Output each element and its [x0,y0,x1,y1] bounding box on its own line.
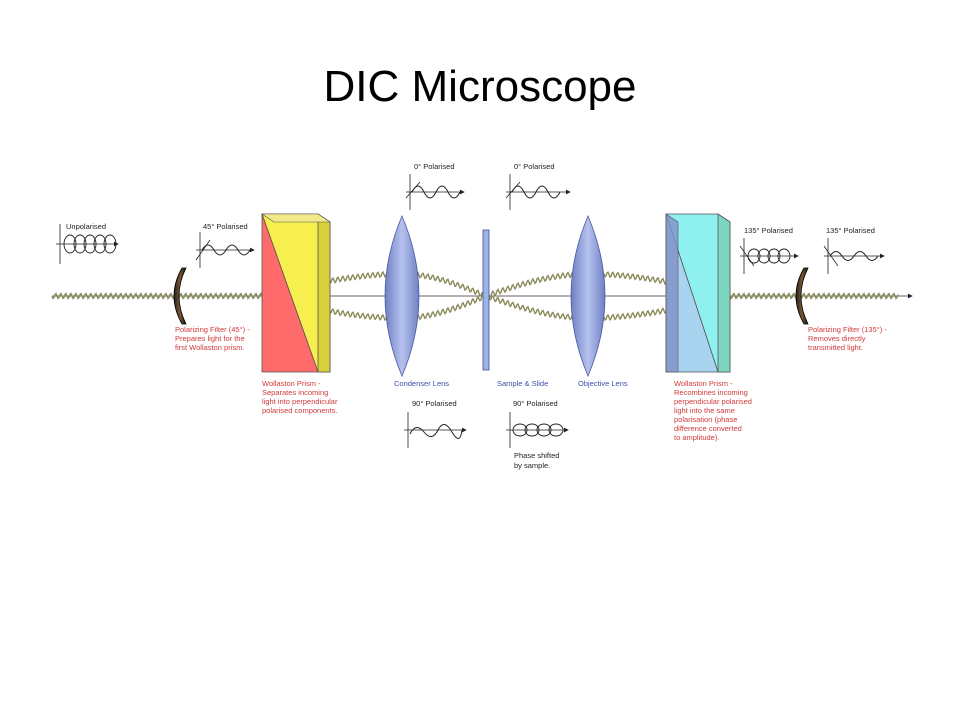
wollaston2-caption-6: difference converted [674,424,742,433]
label-unpolarised: Unpolarised [66,222,106,231]
light-beam-upper [263,270,731,300]
wave-glyph-0-b [505,174,571,210]
label-0-polarised-b: 0° Polarised [514,162,555,171]
wollaston-prism-1 [261,213,331,373]
sample-caption: Sample & Slide [497,379,548,388]
wollaston2-caption-1: Wollaston Prism - [674,379,733,388]
wollaston2-caption-3: perpendicular polarised [674,397,752,406]
wave-glyph-0-a [405,174,465,210]
wollaston2-caption-4: light into the same [674,406,735,415]
phase-note-line-2: by sample. [514,461,550,470]
filter1-caption-3: first Wollaston prism. [175,343,244,352]
filter2-caption-3: transmitted light. [808,343,863,352]
phase-note-line-1: Phase shifted [514,451,559,460]
label-45-polarised: 45° Polarised [203,222,248,231]
polarizing-filter-135 [795,267,809,325]
label-135-polarised-a: 135° Polarised [744,226,793,235]
wave-glyph-135-a [739,238,799,274]
condenser-lens [384,214,420,378]
page-title: DIC Microscope [323,62,637,111]
light-beam-lower [263,292,731,322]
label-90-polarised-a: 90° Polarised [412,399,457,408]
wollaston1-caption-2: Separates incoming [262,388,328,397]
wave-glyph-90-b [506,412,569,448]
label-90-polarised-b: 90° Polarised [513,399,558,408]
filter1-caption-1: Polarizing Filter (45°) - [175,325,250,334]
polarizing-filter-45 [173,267,187,325]
wollaston-prism-2 [665,213,731,373]
wollaston1-caption-3: light into perpendicular [262,397,338,406]
label-135-polarised-b: 135° Polarised [826,226,875,235]
condenser-caption: Condenser Lens [394,379,449,388]
wave-glyph-unpolarised [56,224,119,264]
wollaston1-caption-1: Wollaston Prism - [262,379,321,388]
wollaston2-caption-5: polarisation (phase [674,415,737,424]
wave-glyph-90-a [404,412,467,448]
wollaston2-caption-2: Recombines incoming [674,388,748,397]
sample-slide [482,229,490,371]
filter1-caption-2: Prepares light for the [175,334,245,343]
wave-glyph-135-b [823,238,885,274]
wollaston1-caption-4: polarised components. [262,406,337,415]
wave-glyph-45 [195,232,255,268]
filter2-caption-1: Polarizing Filter (135°) - [808,325,887,334]
objective-lens [570,214,606,378]
wollaston2-caption-7: to amplitude). [674,433,719,442]
label-0-polarised-a: 0° Polarised [414,162,455,171]
light-beam [51,292,265,300]
objective-caption: Objective Lens [578,379,628,388]
filter2-caption-2: Removes directly [808,334,866,343]
light-beam-exit [729,292,899,300]
